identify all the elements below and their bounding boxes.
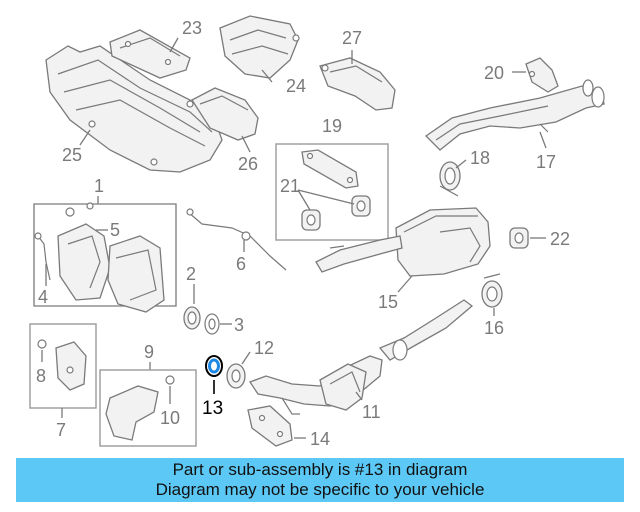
callout-22: 22: [550, 229, 570, 249]
callout-20: 20: [484, 63, 504, 83]
part-26-heat-shield: [186, 87, 259, 141]
exhaust-parts-diagram: 25 23 24 27 26 20: [29, 15, 605, 449]
group-7-box: [29, 323, 97, 409]
callout-6: 6: [236, 254, 246, 274]
callout-17: 17: [536, 152, 556, 172]
part-6-pipe: [186, 208, 287, 271]
callout-18: 18: [470, 148, 490, 168]
callout-4: 4: [38, 287, 48, 307]
callout-14: 14: [310, 429, 330, 449]
part-5-catalytic-converter: [57, 202, 165, 313]
part-4-sensor: [34, 232, 51, 281]
part-13-gasket: [205, 355, 223, 377]
group-9-box: [99, 369, 197, 447]
part-18-clamp: [439, 161, 461, 197]
part-2-gasket: [183, 306, 201, 330]
callout-5: 5: [110, 220, 120, 240]
callout-24: 24: [286, 76, 306, 96]
callout-12: 12: [254, 338, 274, 358]
callout-11: 11: [362, 402, 381, 422]
callout-1: 1: [94, 176, 104, 196]
callout-19: 19: [322, 116, 342, 136]
callout-15: 15: [378, 292, 398, 312]
part-27-heat-shield: [319, 57, 396, 111]
callout-9: 9: [144, 342, 154, 362]
banner-line-2: Diagram may not be specific to your vehi…: [155, 480, 485, 499]
info-banner: Part or sub-assembly is #13 in diagram D…: [16, 458, 624, 502]
part-14-bracket: [247, 405, 293, 447]
callout-13: 13: [202, 398, 223, 419]
part-21-rubber-hangers: [301, 195, 371, 231]
part-16-clamp: [481, 273, 503, 308]
callout-25: 25: [62, 145, 82, 165]
part-15-muffler: [315, 207, 491, 277]
callout-23: 23: [182, 18, 202, 38]
part-22-rubber-hanger: [509, 227, 529, 249]
part-17-tail-pipe: [424, 79, 605, 151]
banner-line-1: Part or sub-assembly is #13 in diagram: [172, 460, 468, 479]
callout-26: 26: [238, 154, 258, 174]
part-11-front-pipe: [249, 299, 474, 415]
part-25-heat-shield: [45, 45, 223, 173]
part-19-bracket: [301, 149, 359, 189]
callout-7: 7: [56, 420, 66, 440]
callout-3: 3: [234, 315, 244, 335]
part-12-gasket: [226, 363, 246, 389]
part-10-bracket: [105, 375, 175, 441]
part-24-heat-shield: [219, 15, 300, 79]
group-19-box: [275, 143, 389, 241]
part-23-bracket: [109, 29, 191, 79]
callout-8: 8: [36, 366, 46, 386]
callout-27: 27: [342, 28, 362, 48]
callout-21: 21: [280, 176, 300, 196]
part-3-ring: [204, 313, 220, 335]
part-8-bracket: [37, 339, 87, 391]
callout-2: 2: [186, 264, 196, 284]
part-20-hanger: [525, 57, 559, 93]
callout-16: 16: [484, 318, 504, 338]
callout-10: 10: [160, 408, 180, 428]
